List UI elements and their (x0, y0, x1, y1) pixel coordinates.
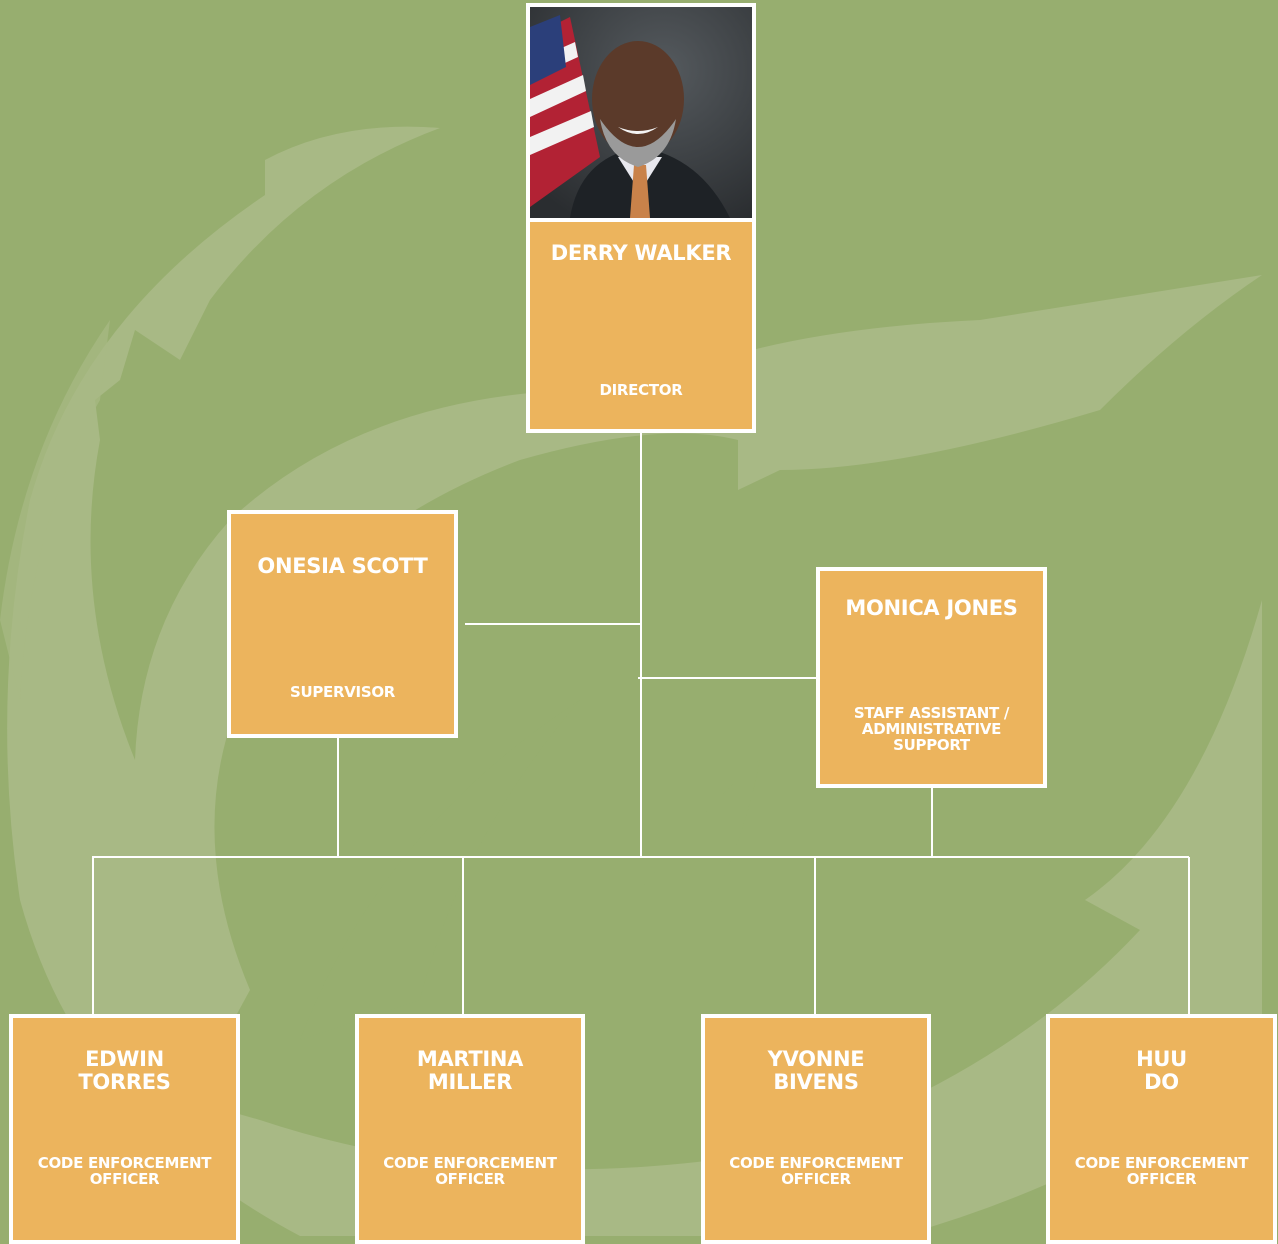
officer-name: MARTINA MILLER (416, 1047, 524, 1094)
officer-card-3[interactable]: YVONNE BIVENS CODE ENFORCEMENT OFFICER (701, 1014, 931, 1244)
officer-name: HUU DO (1136, 1047, 1187, 1094)
officer-name: EDWIN TORRES (78, 1047, 171, 1094)
officer-card-2[interactable]: MARTINA MILLER CODE ENFORCEMENT OFFICER (355, 1014, 585, 1244)
director-title: DIRECTOR (599, 381, 683, 399)
officer-title: CODE ENFORCEMENT OFFICER (383, 1154, 557, 1188)
assistant-card[interactable]: MONICA JONES STAFF ASSISTANT / ADMINISTR… (816, 567, 1047, 788)
officer-title: CODE ENFORCEMENT OFFICER (1074, 1154, 1249, 1188)
officer-card-4[interactable]: HUU DO CODE ENFORCEMENT OFFICER (1046, 1014, 1277, 1244)
officer-title: CODE ENFORCEMENT OFFICER (37, 1154, 212, 1188)
director-photo (530, 7, 752, 222)
director-card[interactable]: DERRY WALKER DIRECTOR (526, 3, 756, 433)
assistant-title: STAFF ASSISTANT / ADMINISTRATIVE SUPPORT (853, 704, 1010, 754)
officer-name: YVONNE BIVENS (767, 1047, 865, 1094)
assistant-name: MONICA JONES (845, 596, 1018, 620)
officer-card-1[interactable]: EDWIN TORRES CODE ENFORCEMENT OFFICER (9, 1014, 240, 1244)
supervisor-card[interactable]: ONESIA SCOTT SUPERVISOR (227, 510, 458, 738)
flag-icon (530, 15, 600, 207)
supervisor-title: SUPERVISOR (289, 683, 396, 701)
supervisor-name: ONESIA SCOTT (257, 554, 428, 578)
officer-title: CODE ENFORCEMENT OFFICER (729, 1154, 903, 1188)
director-name: DERRY WALKER (550, 241, 732, 265)
